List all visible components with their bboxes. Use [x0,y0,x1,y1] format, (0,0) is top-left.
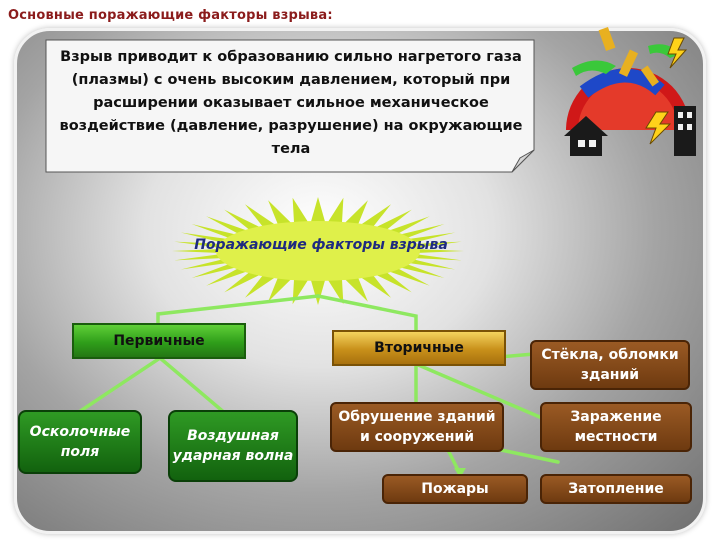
center-label: Поражающие факторы взрыва [194,237,448,253]
connector-primary-to-airwave [158,356,228,416]
air-shock-wave-box: Воздушная ударная волна [168,410,298,482]
building-collapse-box: Обрушение зданий и сооружений [330,402,504,452]
callout-text: Взрыв приводит к образованию сильно нагр… [59,49,523,157]
contamination-box: Заражение местности [540,402,692,452]
starburst-core [216,221,420,281]
secondary-box: Вторичные [332,330,506,366]
connector-primary-to-fragment [74,356,162,416]
flood-box: Затопление [540,474,692,504]
connector-center-to-primary [156,294,320,326]
fires-box: Пожары [382,474,528,504]
connector-secondary-to-contamination [414,362,544,420]
glass-debris-box: Стёкла, обломки зданий [530,340,690,390]
fragment-fields-box: Осколочные поля [18,410,142,474]
connector-center-to-secondary [316,294,418,332]
slide-title: Основные поражающие факторы взрыва: [8,8,333,23]
explosion-house-illustration [564,26,696,156]
starburst-shape [172,197,464,305]
primary-box: Первичные [72,323,246,359]
